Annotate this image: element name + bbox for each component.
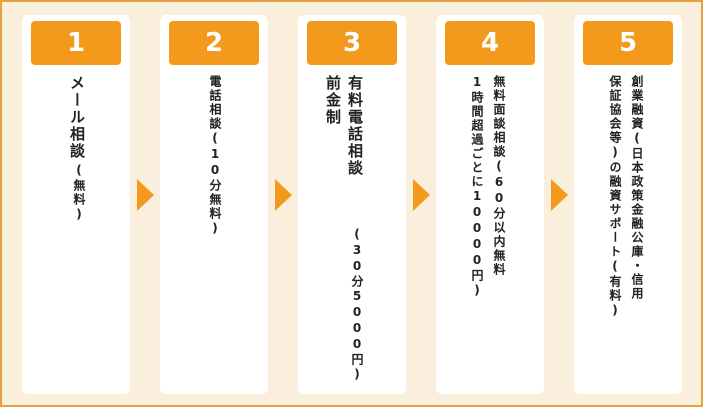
step-1-title: メール相談: [68, 75, 86, 160]
step-number-badge: 1: [31, 21, 121, 65]
step-5-note: 保証協会等)の融資サポート(有料): [608, 75, 622, 319]
step-card-4: 4 無料面談相談(60分以内無料 1時間超過ごとに10000円): [436, 15, 544, 394]
step-card-1: 1 メール相談 (無料): [22, 15, 130, 394]
step-card-2: 2 電話相談(10分無料): [160, 15, 268, 394]
step-3-title: 有料電話相談: [346, 75, 364, 177]
step-card-3: 3 有料電話相談 (30分5000円) 前金制: [298, 15, 406, 394]
step-3-note: 前金制: [324, 75, 342, 126]
arrow-right-icon: [551, 179, 568, 211]
arrow-right-icon: [137, 179, 154, 211]
step-card-5: 5 創業融資(日本政策金融公庫・信用 保証協会等)の融資サポート(有料): [574, 15, 682, 394]
step-4-title: 無料面談相談(60分以内無料: [492, 75, 506, 277]
step-number-badge: 4: [445, 21, 535, 65]
step-5-title: 創業融資(日本政策金融公庫・信用: [630, 75, 644, 301]
arrow-right-icon: [275, 179, 292, 211]
step-2-title: 電話相談(10分無料): [208, 75, 222, 237]
step-number-badge: 3: [307, 21, 397, 65]
arrow-right-icon: [413, 179, 430, 211]
step-1-note: (無料): [72, 163, 86, 223]
step-4-note: 1時間超過ごとに10000円): [470, 75, 484, 299]
step-number-badge: 2: [169, 21, 259, 65]
step-number-badge: 5: [583, 21, 673, 65]
step-3-price: (30分5000円): [350, 227, 364, 383]
